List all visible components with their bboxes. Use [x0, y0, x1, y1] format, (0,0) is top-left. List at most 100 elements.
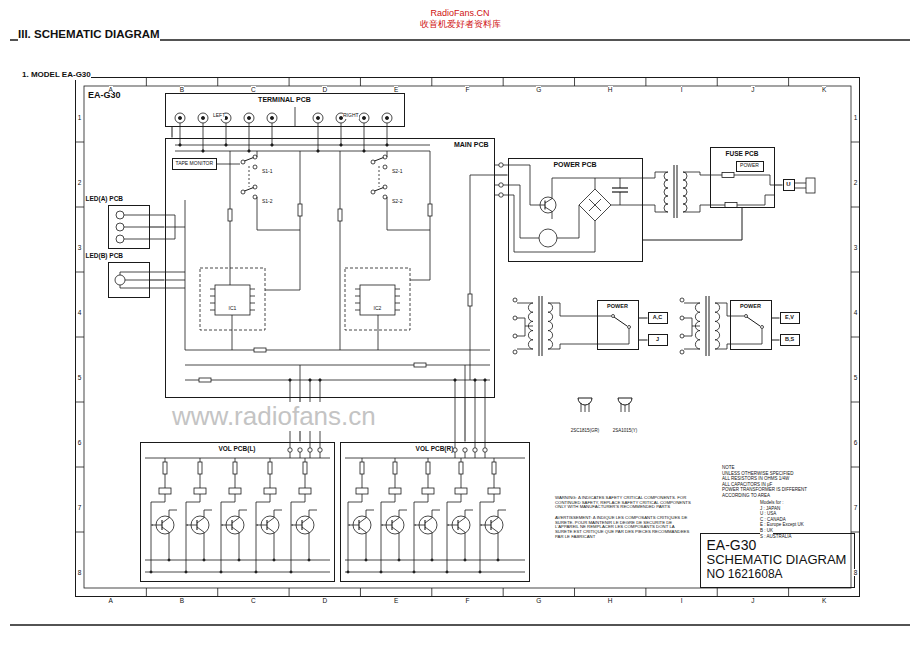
- wire: [257, 151, 258, 157]
- wire: [765, 195, 766, 205]
- wire: [700, 172, 701, 175]
- model-list: U : USA: [760, 512, 776, 517]
- part-reference: S1-1: [262, 169, 273, 175]
- title-text: EA-G30: [707, 537, 757, 553]
- label-anchor: D: [322, 589, 327, 607]
- transistor-leg: [629, 403, 630, 412]
- wire: [494, 458, 495, 462]
- connector-pin: [513, 350, 517, 354]
- wire: [216, 164, 240, 165]
- wire: [345, 560, 525, 561]
- led-symbol: [115, 275, 125, 285]
- wire: [235, 474, 236, 488]
- wire: [145, 458, 330, 459]
- wire: [124, 239, 150, 240]
- wire: [494, 474, 495, 488]
- connector-pin: [499, 193, 503, 197]
- wire: [525, 326, 533, 327]
- resistor-symbol: [228, 209, 232, 221]
- wire: [387, 197, 388, 230]
- grid-column-letter: C: [251, 597, 256, 604]
- grid-row-number: 3: [78, 244, 82, 251]
- wire: [447, 525, 448, 572]
- wire: [256, 525, 257, 572]
- part-reference: IC1: [229, 306, 237, 312]
- grid-tick: [431, 77, 432, 86]
- volume-pot: [422, 488, 434, 494]
- channel-label: RIGHT: [343, 113, 359, 119]
- switch-link: [249, 166, 250, 187]
- wire: [165, 458, 166, 462]
- wire: [428, 474, 429, 488]
- bus-wire: [185, 380, 490, 381]
- ic-pin: [210, 289, 215, 290]
- note-text: NOTE: [722, 466, 735, 471]
- wire: [305, 458, 306, 462]
- ic-chip: [360, 285, 395, 315]
- wire: [770, 175, 771, 185]
- transistor-lead: [491, 510, 498, 523]
- label-anchor: 6: [78, 431, 82, 449]
- label-anchor: S1-1: [262, 159, 273, 177]
- transistor-lead: [415, 525, 425, 526]
- transistor-package: [618, 398, 632, 405]
- transistor-package: [578, 398, 592, 405]
- grid-row-number: 3: [854, 244, 858, 251]
- transformer-coil: [683, 172, 687, 212]
- wire: [465, 540, 466, 560]
- wire: [239, 540, 240, 560]
- grid-column-letter: K: [822, 597, 826, 604]
- wire: [200, 474, 201, 488]
- rca-jack-pin: [385, 116, 388, 119]
- node-label: J: [656, 336, 659, 342]
- transistor-lead: [152, 525, 162, 526]
- wire: [125, 280, 150, 281]
- grid-tick: [75, 532, 84, 533]
- wire: [432, 540, 433, 560]
- label-anchor: B: [180, 78, 184, 96]
- label-anchor: K: [822, 78, 826, 96]
- grid-tick: [788, 588, 789, 597]
- label-anchor: G: [536, 589, 541, 607]
- node-label: U: [786, 181, 790, 188]
- junction-dot: [179, 144, 181, 146]
- wire: [185, 200, 186, 350]
- transformer-core: [677, 165, 678, 218]
- transistor-leg: [625, 405, 626, 412]
- wire: [461, 458, 462, 462]
- rca-jack-pin: [362, 116, 365, 119]
- wire: [700, 205, 701, 212]
- ic-pin: [395, 289, 400, 290]
- connector-pin: [499, 163, 503, 167]
- wire-connector: [772, 340, 780, 341]
- wire: [470, 175, 471, 380]
- resistor-symbol: [268, 462, 272, 474]
- wire: [620, 178, 621, 188]
- grid-tick: [146, 588, 147, 597]
- connector-pin: [453, 448, 457, 452]
- transistor-lead: [302, 527, 309, 540]
- wire: [145, 572, 330, 573]
- wire: [300, 365, 301, 398]
- label-anchor: 1: [854, 106, 858, 124]
- area-code-box: U: [783, 179, 795, 191]
- wire: [480, 525, 481, 572]
- switch-contact: [383, 195, 387, 199]
- transistor-lead: [392, 527, 399, 540]
- resistor-symbol: [199, 378, 211, 382]
- grid-tick: [851, 272, 860, 273]
- volume-pot: [389, 488, 401, 494]
- junction-dot: [248, 150, 250, 152]
- label-anchor: 3: [854, 236, 858, 254]
- label-anchor: AVERTISSEMENT: Δ INDIQUE LES COMPOSANTS …: [555, 516, 693, 540]
- part-reference: IC2: [374, 306, 382, 312]
- wire: [381, 525, 382, 572]
- label-anchor: 8: [78, 561, 82, 579]
- transistor-lead: [545, 191, 552, 203]
- wire: [595, 178, 643, 179]
- wire: [765, 195, 775, 196]
- volume-pot: [455, 488, 467, 494]
- ic-pin: [395, 303, 400, 304]
- model-list: Models for :: [760, 501, 784, 506]
- wire: [221, 525, 222, 572]
